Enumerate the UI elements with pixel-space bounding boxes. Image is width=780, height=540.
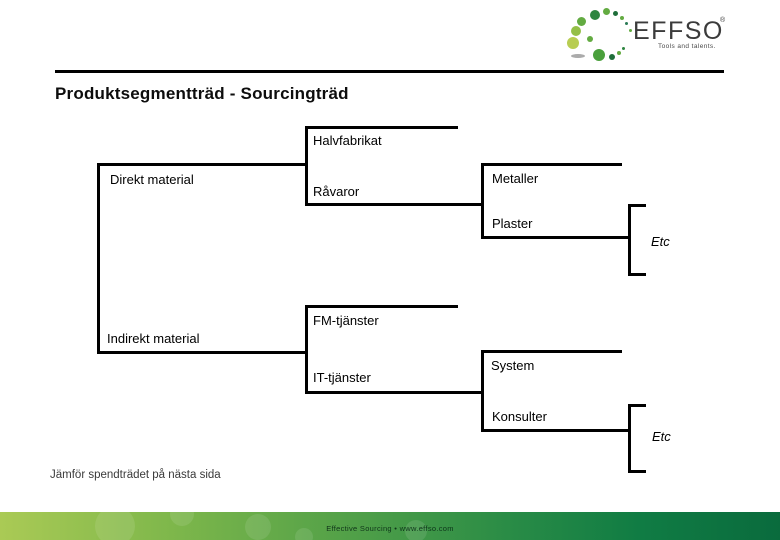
tree-line-direkt [97,163,308,166]
tree-line-system [481,350,622,353]
etc1-bracket-bottom-tick [628,273,646,276]
tree-node-indirekt-material: Indirekt material [107,331,200,346]
tree-node-direkt-material: Direkt material [110,172,194,187]
tree-node-etc-upper: Etc [651,234,670,249]
footer-bubble-decoration [245,514,271,540]
footer-bubble-decoration [95,506,135,540]
tree-line-indirekt [97,351,308,354]
tree-node-system: System [491,358,535,373]
tree-node-halvfabrikat: Halvfabrikat [313,133,382,148]
logo-tagline: Tools and talents. [658,43,716,50]
tree-node-etc-lower: Etc [652,429,671,444]
footer-bubble-decoration [405,520,427,540]
tree-line-metaller [481,163,622,166]
etc1-bracket-vert [628,204,631,276]
header-rule [55,70,724,73]
footer-bubble-decoration [295,528,313,540]
tree-node-konsulter: Konsulter [492,409,547,424]
etc2-bracket-top-tick [628,404,646,407]
tree-line-vert-fm-it [305,305,308,394]
tree-node-ravaror: Råvaror [313,184,360,199]
tree-line-halvfabrikat [305,126,458,129]
footer-bubble-decoration [170,502,194,526]
footnote-text: Jämför spendträdet på nästa sida [50,469,221,481]
tree-line-konsulter [481,429,629,432]
tree-line-vert-system-konsulter [481,350,484,432]
tree-node-fm-tjanster: FM-tjänster [313,313,379,328]
tree-node-plaster: Plaster [492,216,533,231]
etc2-bracket-vert [628,404,631,473]
logo-brand-text: EFFSO [633,17,724,45]
tree-node-it-tjanster: IT-tjänster [313,370,371,385]
tree-node-metaller: Metaller [492,171,539,186]
etc2-bracket-bottom-tick [628,470,646,473]
tree-line-vert-halv-ravaror [305,126,308,206]
tree-line-it [305,391,483,394]
footer-bar [0,502,780,540]
tree-line-fm [305,305,458,308]
tree-line-vert-metaller-plaster [481,163,484,239]
etc1-bracket-top-tick [628,204,646,207]
tree-line-ravaror [305,203,483,206]
footer-credit-text: Effective Sourcing • www.effso.com [326,524,454,533]
logo-trademark: ® [720,17,726,24]
tree-line-plaster [481,236,629,239]
effso-logo: EFFSO ® Tools and talents. [563,5,728,63]
page-title: Produktsegmentträd - Sourcingträd [55,84,349,103]
tree-line-vert-left [97,163,100,354]
